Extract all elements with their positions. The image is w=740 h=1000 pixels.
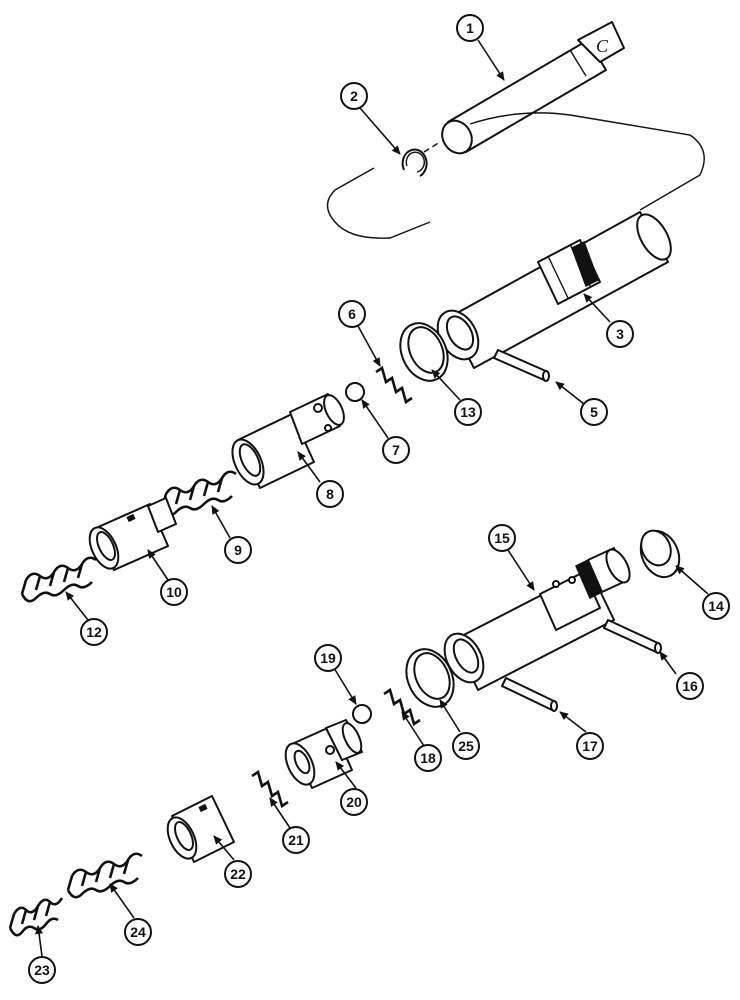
callout-9: 9 [224,536,252,564]
part-19-ball [352,704,372,724]
svg-text:12: 12 [86,624,102,640]
part-22-sleeve [166,795,235,863]
part-12-spring [20,556,97,603]
callout-23: 23 [28,956,56,984]
svg-text:3: 3 [616,326,624,342]
callout-17: 17 [576,732,604,760]
callout-1: 1 [456,14,484,42]
svg-text:21: 21 [288,832,304,848]
part-14-ring [639,529,681,579]
svg-text:17: 17 [582,738,598,754]
assembly-bracket [326,112,705,239]
callout-19: 19 [314,644,342,672]
callout-6: 6 [338,300,366,328]
callout-7: 7 [382,436,410,464]
part-1-shaft: C [441,21,625,155]
callout-15: 15 [488,524,516,552]
part-13-seal-ring [399,322,449,382]
part-8-valve-body [231,393,345,489]
svg-text:7: 7 [392,442,400,458]
svg-text:13: 13 [460,404,476,420]
part-16-pin [603,619,662,654]
svg-text:8: 8 [326,486,334,502]
assembly-line-2 [423,141,441,153]
part-21-spring [251,769,289,809]
callout-10: 10 [160,578,188,606]
part-5-pin [493,349,550,382]
callout-8: 8 [316,480,344,508]
svg-text:20: 20 [346,794,362,810]
part-24-spring [66,852,143,899]
callout-3: 3 [606,320,634,348]
svg-text:1: 1 [466,20,474,36]
callout-16: 16 [676,672,704,700]
part-23-spring [8,897,64,937]
part-25-seal-ring [405,648,455,708]
svg-text:5: 5 [590,404,598,420]
callout-24: 24 [124,918,152,946]
callout-18: 18 [414,744,442,772]
svg-text:22: 22 [230,866,246,882]
svg-text:9: 9 [234,542,242,558]
callout-12: 12 [80,618,108,646]
part-6-spring [375,365,413,405]
part-17-pin [501,677,558,712]
part-10-sleeve [88,497,177,571]
part-2-snap-ring [401,148,428,177]
leader-lines [35,39,709,957]
part-3-housing [436,211,672,369]
svg-text:19: 19 [320,650,336,666]
part-20-valve [284,719,363,789]
svg-text:24: 24 [130,924,146,940]
callout-21: 21 [282,826,310,854]
svg-text:15: 15 [494,530,510,546]
shaft-end-letter: C [596,36,609,56]
callout-25: 25 [452,732,480,760]
svg-text:6: 6 [348,306,356,322]
part-15-lower-housing [443,547,631,691]
svg-text:25: 25 [458,738,474,754]
callout-13: 13 [454,398,482,426]
svg-text:23: 23 [34,962,50,978]
callout-2: 2 [340,82,368,110]
callout-14: 14 [702,592,730,620]
callout-22: 22 [224,860,252,888]
svg-text:2: 2 [350,88,358,104]
svg-text:18: 18 [420,750,436,766]
svg-text:16: 16 [682,678,698,694]
svg-text:14: 14 [708,598,724,614]
svg-text:10: 10 [166,584,182,600]
callout-5: 5 [580,398,608,426]
part-18-spring [383,687,421,727]
part-9-spring [160,470,237,517]
part-7-ball [345,382,365,402]
callout-20: 20 [340,788,368,816]
